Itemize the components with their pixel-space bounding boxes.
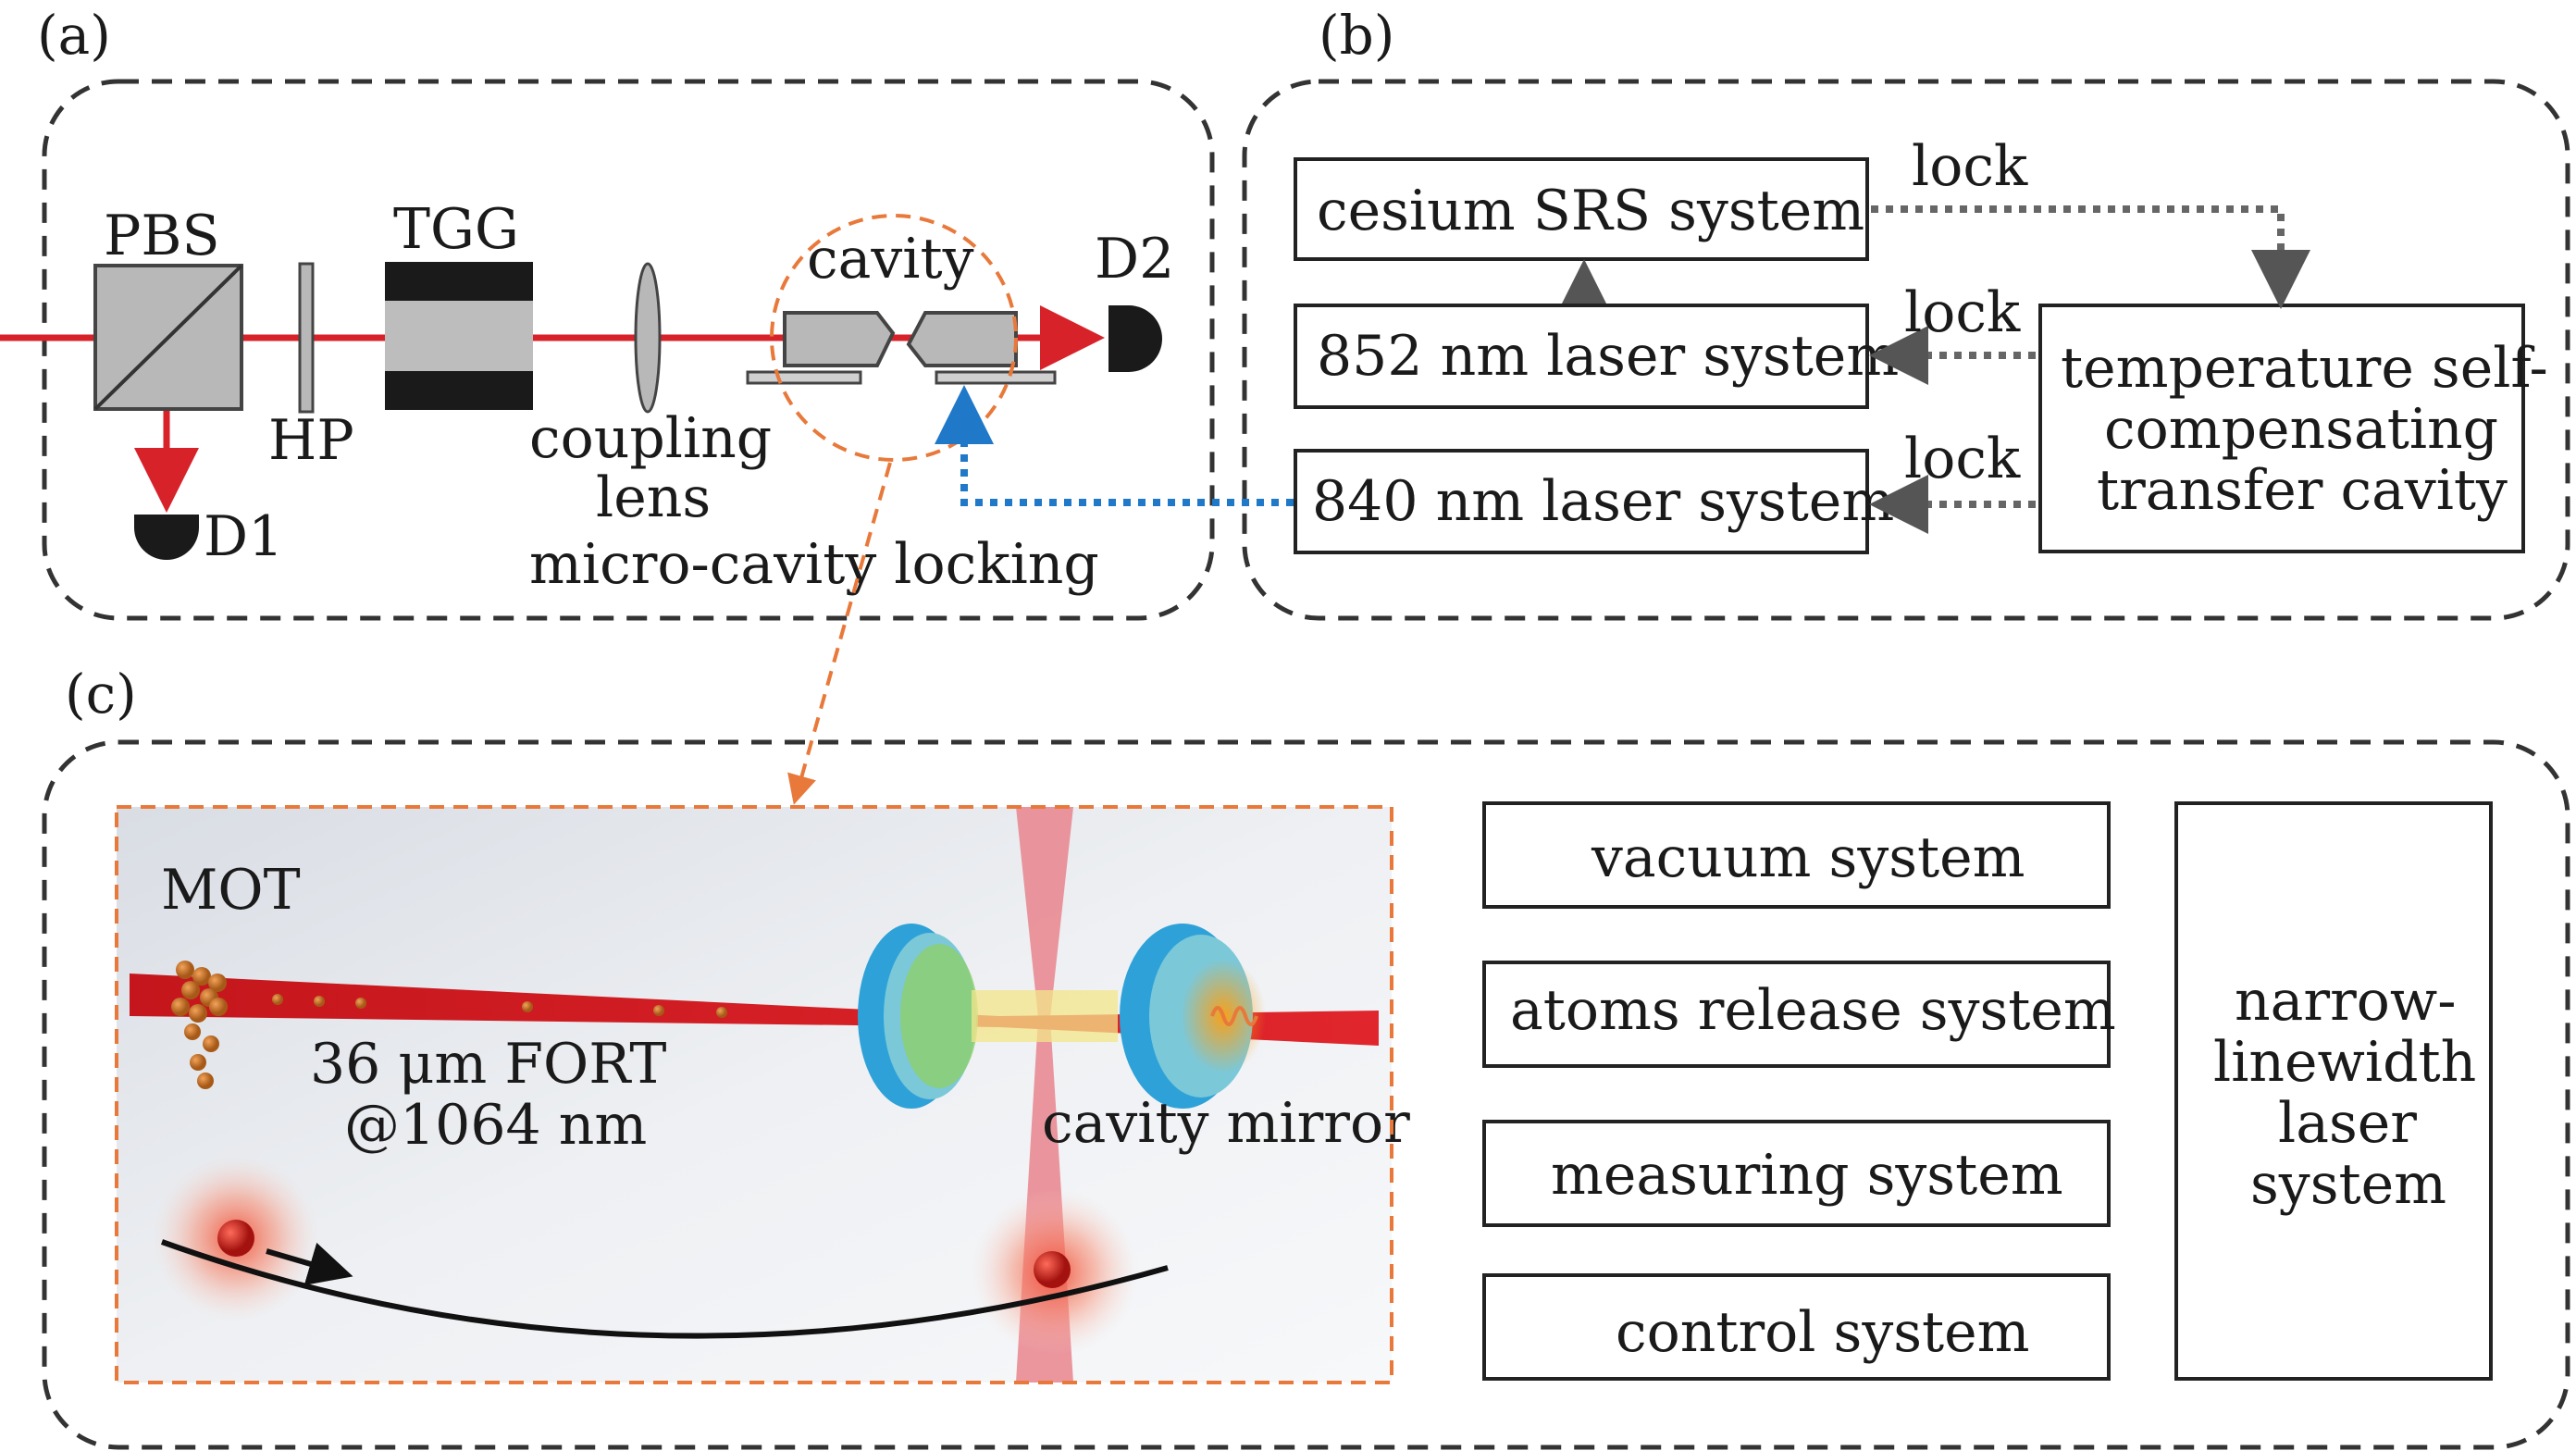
- pbs-cube: [93, 264, 243, 411]
- cavity-mirror-right: [1120, 924, 1266, 1109]
- mot-atom-cloud: [171, 961, 727, 1089]
- laser-852-box: [1294, 304, 1869, 409]
- fort-label-line2: @1064 nm: [344, 1093, 647, 1158]
- narrow-linewidth-box: [2174, 801, 2493, 1381]
- lock-label-1: lock: [1912, 134, 2028, 199]
- fort-label-line1: 36 μm FORT: [310, 1032, 666, 1097]
- tgg-label: TGG: [393, 197, 519, 262]
- cavity-mirror-left: [858, 924, 978, 1109]
- panel-c-border: [42, 739, 2570, 1450]
- transfer-cavity-box: [2038, 304, 2525, 553]
- lock-link-cesium: [1871, 205, 2310, 309]
- panel-b: (b) cesium SRS system 852 nm laser syste…: [1242, 4, 2570, 621]
- panel-a-border: [42, 79, 1215, 621]
- control-label: control system: [1616, 1300, 2030, 1365]
- micro-cavity-locking-link: [935, 385, 1294, 506]
- cesium-srs-box: [1294, 157, 1869, 261]
- atom-end: [1034, 1251, 1071, 1288]
- detector-d1: [134, 515, 199, 560]
- laser-840-box: [1294, 449, 1869, 554]
- narrow-linewidth-label-line2: linewidth: [2213, 1030, 2476, 1095]
- motion-arrow: [266, 1242, 353, 1285]
- transfer-cavity-label-line3: transfer cavity: [2097, 458, 2508, 523]
- half-wave-plate: [298, 262, 315, 414]
- laser-840-label: 840 nm laser system: [1312, 469, 1894, 534]
- coupling-lens: [634, 262, 662, 414]
- d2-label: D2: [1095, 227, 1174, 291]
- panel-c-label: (c): [65, 663, 137, 726]
- transfer-cavity-label-line1: temperature self-: [2061, 336, 2548, 401]
- measuring-label: measuring system: [1551, 1143, 2063, 1208]
- zoom-link: [787, 462, 892, 805]
- cavity-label: cavity: [807, 227, 974, 291]
- narrow-linewidth-label-line4: system: [2250, 1152, 2446, 1217]
- inset-border: [115, 805, 1393, 1384]
- micro-cavity-locking-label: micro-cavity locking: [529, 532, 1099, 597]
- atom-trajectory: [160, 1239, 1169, 1339]
- tgg-crystal: [385, 262, 533, 410]
- vacuum-box: [1482, 801, 2111, 909]
- d1-label: D1: [204, 504, 283, 569]
- mot-label: MOT: [161, 858, 301, 923]
- micro-cavity: [746, 311, 1057, 385]
- control-box: [1482, 1273, 2111, 1381]
- pbs-label: PBS: [104, 204, 220, 268]
- atom-start: [217, 1220, 254, 1257]
- transfer-cavity-label-line2: compensating: [2104, 397, 2498, 462]
- panel-a-label: (a): [37, 4, 111, 67]
- panel-b-border: [1242, 79, 2570, 621]
- laser-852-label: 852 nm laser system: [1317, 324, 1899, 389]
- vacuum-label: vacuum system: [1591, 825, 2025, 890]
- coupling-lens-label-line2: lens: [596, 465, 711, 530]
- atoms-release-label: atoms release system: [1510, 978, 2116, 1043]
- cesium-srs-label: cesium SRS system: [1317, 179, 1864, 243]
- narrow-linewidth-label-line1: narrow-: [2235, 969, 2457, 1034]
- detector-d2: [1108, 305, 1162, 372]
- panel-a: (a) PBS HP TGG coupling lens: [0, 4, 1215, 621]
- panel-b-label: (b): [1319, 4, 1394, 67]
- atoms-release-box: [1482, 961, 2111, 1068]
- cavity-mirror-label: cavity mirror: [1042, 1091, 1410, 1156]
- coupling-lens-label-line1: coupling: [529, 406, 772, 471]
- hp-label: HP: [268, 408, 354, 473]
- narrow-linewidth-label-line3: laser: [2278, 1091, 2417, 1156]
- panel-c: (c): [42, 462, 2570, 1450]
- lock-label-2: lock: [1904, 280, 2021, 345]
- lock-label-3: lock: [1904, 427, 2021, 491]
- measuring-box: [1482, 1120, 2111, 1227]
- cavity-zoom-circle: [770, 214, 1018, 462]
- cavity-inset: MOT 36 μm FORT @1064 nm cavity mirror: [115, 805, 1410, 1384]
